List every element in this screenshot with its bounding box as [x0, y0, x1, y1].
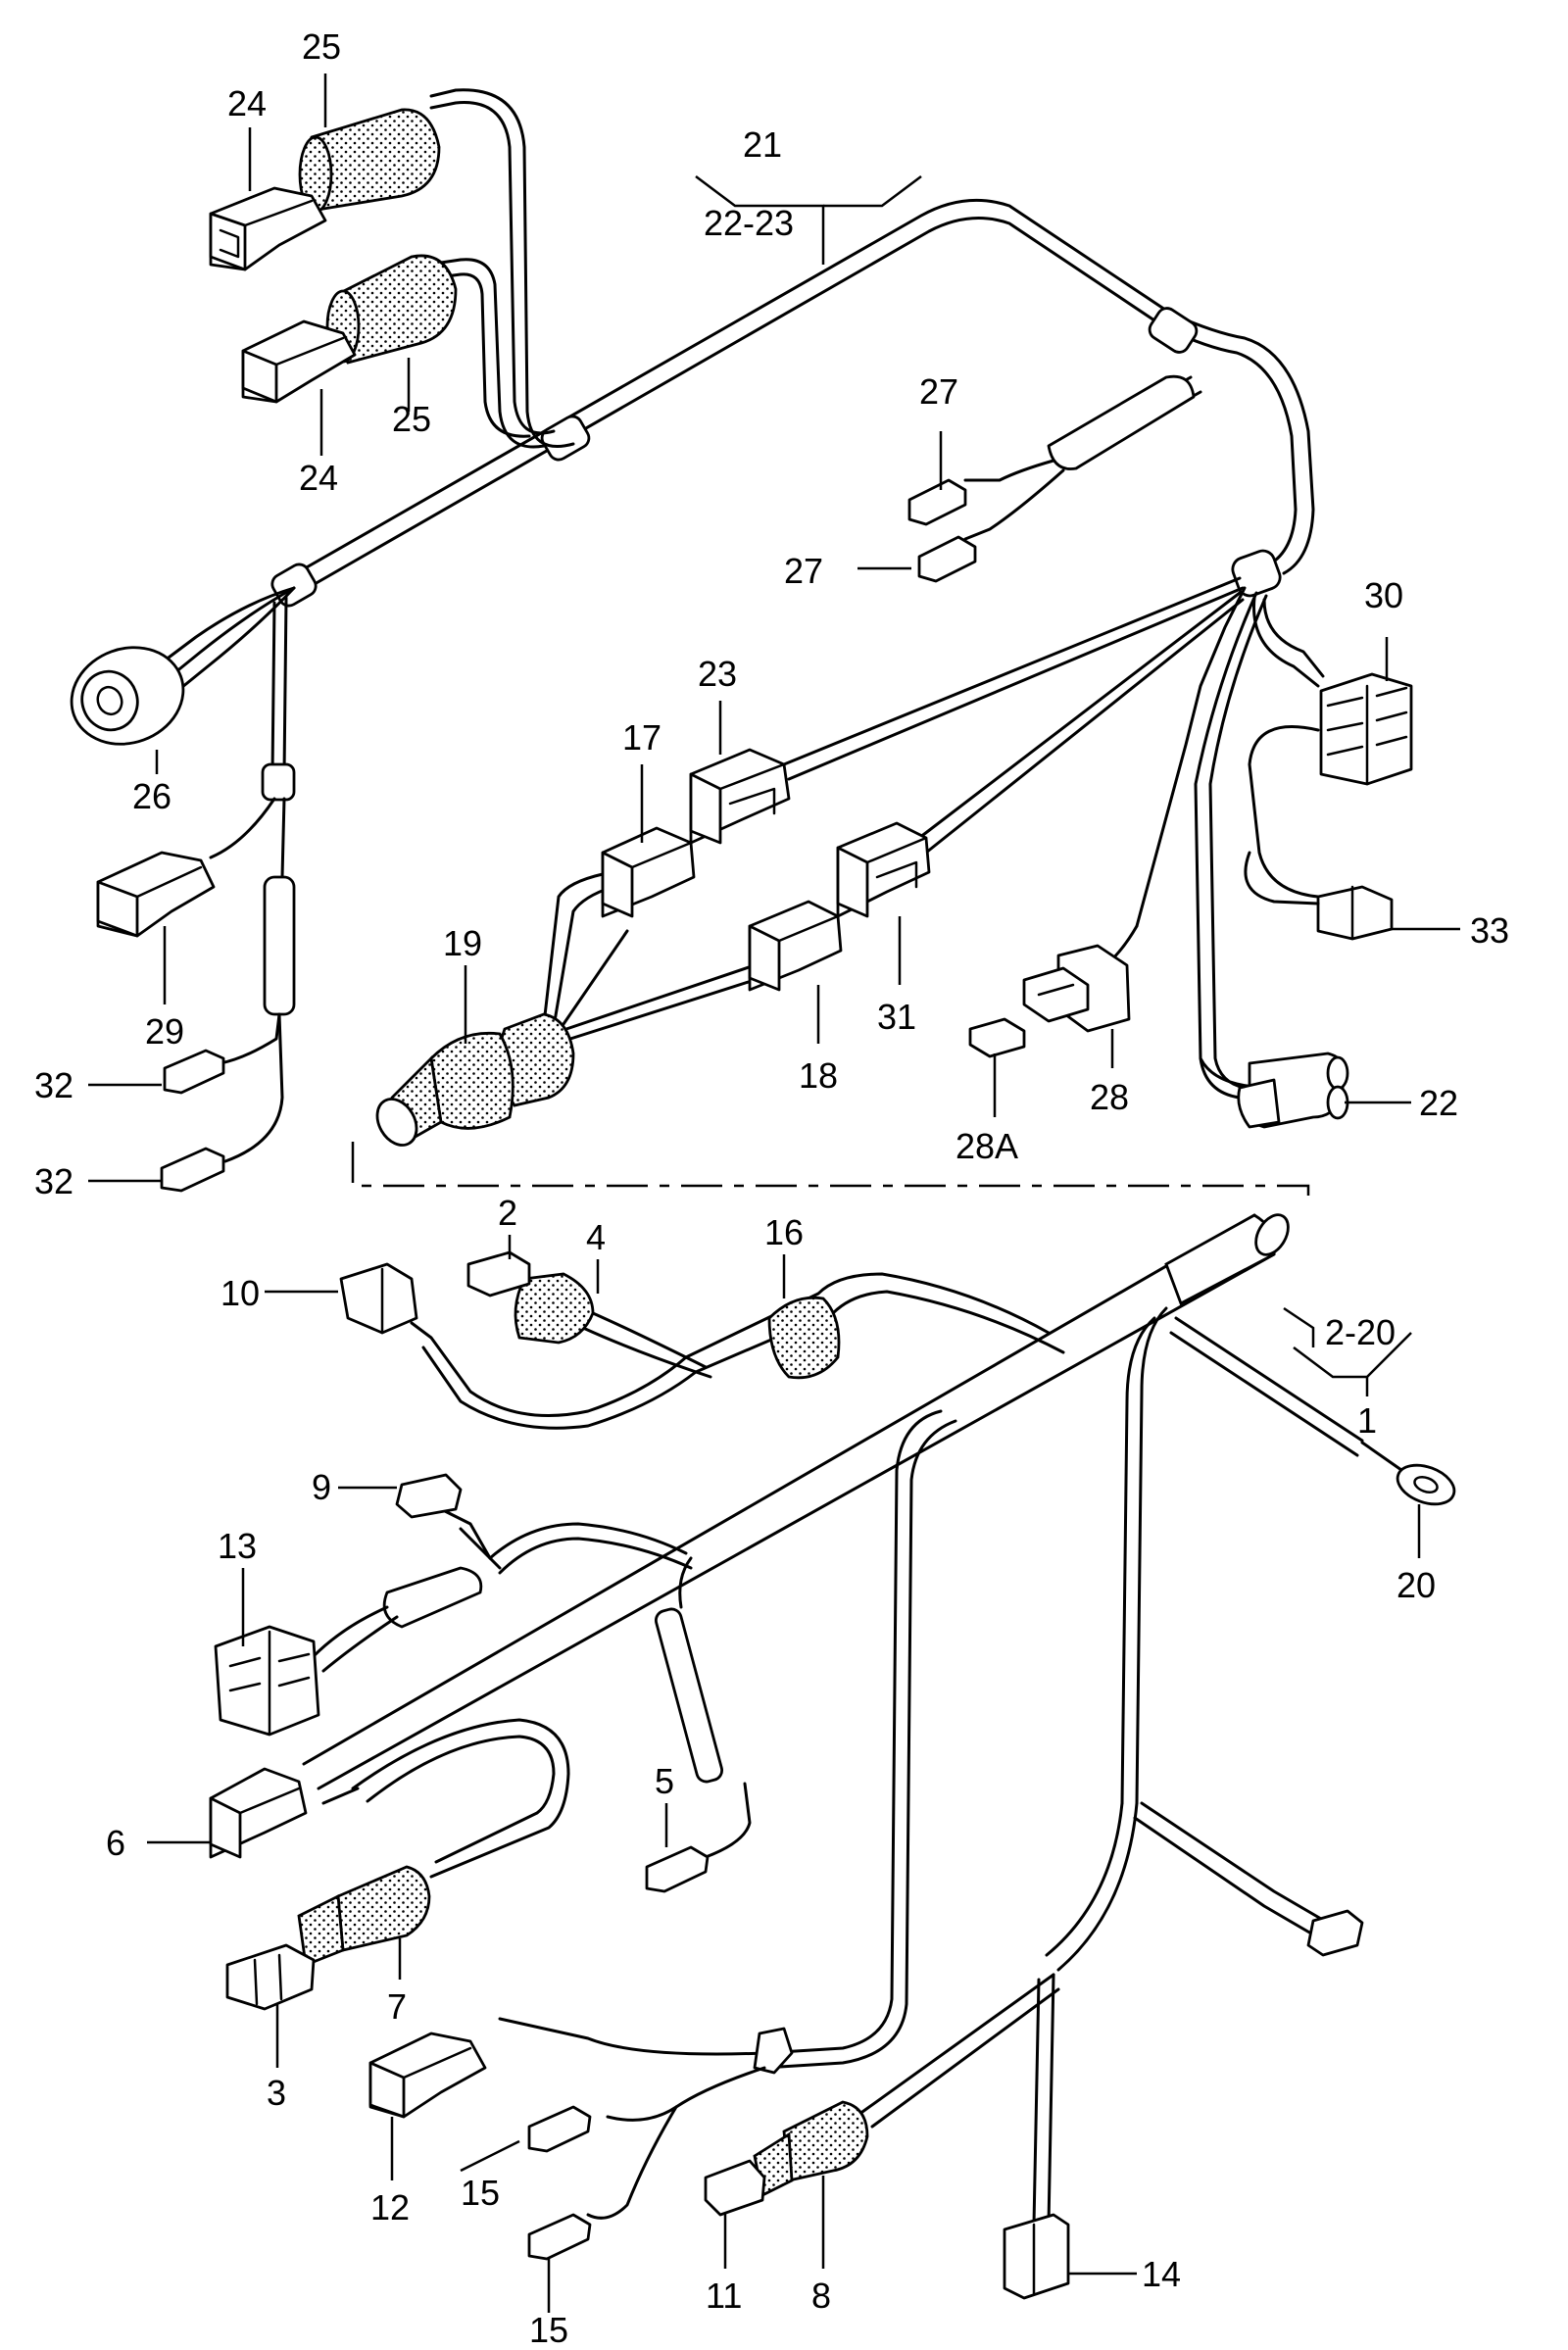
callout-5: 5 — [655, 1761, 674, 1801]
callout-7: 7 — [387, 1986, 407, 2027]
callout-9: 9 — [312, 1467, 331, 1507]
callout-19: 19 — [443, 923, 482, 963]
callout-25-second: 25 — [392, 399, 431, 439]
callout-11: 11 — [706, 2276, 742, 2316]
callout-14: 14 — [1142, 2254, 1181, 2294]
callout-29: 29 — [145, 1011, 184, 1052]
upper-harness — [70, 88, 1413, 1193]
callout-labels: 25 24 21 22-23 27 25 24 27 30 23 17 26 3… — [34, 26, 1509, 2350]
separator-line — [351, 1142, 1310, 1200]
callout-4: 4 — [586, 1217, 606, 1257]
callout-30: 30 — [1364, 575, 1403, 615]
callout-22: 22 — [1419, 1083, 1458, 1123]
callout-31: 31 — [877, 997, 916, 1037]
callout-22-23-group: 22-23 — [704, 203, 794, 243]
callout-32-top: 32 — [34, 1065, 74, 1105]
callout-33: 33 — [1470, 910, 1509, 951]
callout-18: 18 — [799, 1055, 838, 1096]
callout-20: 20 — [1396, 1565, 1436, 1605]
callout-10: 10 — [220, 1273, 260, 1313]
callout-27-top: 27 — [919, 371, 958, 412]
callout-17: 17 — [622, 717, 662, 758]
callout-6: 6 — [106, 1823, 125, 1863]
callout-32-bottom: 32 — [34, 1161, 74, 1201]
callout-21: 21 — [743, 124, 782, 165]
callout-16: 16 — [764, 1212, 804, 1252]
leader-lines — [88, 73, 1460, 2313]
callout-28A: 28A — [956, 1126, 1018, 1166]
callout-1: 1 — [1357, 1400, 1377, 1441]
callout-3: 3 — [267, 2073, 286, 2113]
callout-15-top: 15 — [461, 2173, 500, 2213]
callout-27-second: 27 — [784, 551, 823, 591]
callout-26: 26 — [132, 776, 172, 816]
callout-15-bottom: 15 — [529, 2310, 568, 2350]
callout-24-top: 24 — [227, 83, 267, 123]
callout-2-20-group: 2-20 — [1325, 1312, 1396, 1352]
callout-13: 13 — [218, 1526, 257, 1566]
callout-25-top: 25 — [302, 26, 341, 67]
callout-24-second: 24 — [299, 458, 338, 498]
lower-harness — [209, 1213, 1456, 2300]
callout-2-top: 2 — [498, 1193, 517, 1233]
callout-12: 12 — [370, 2187, 410, 2228]
callout-23: 23 — [698, 654, 737, 694]
callout-8: 8 — [811, 2276, 831, 2316]
callout-28: 28 — [1090, 1077, 1129, 1117]
